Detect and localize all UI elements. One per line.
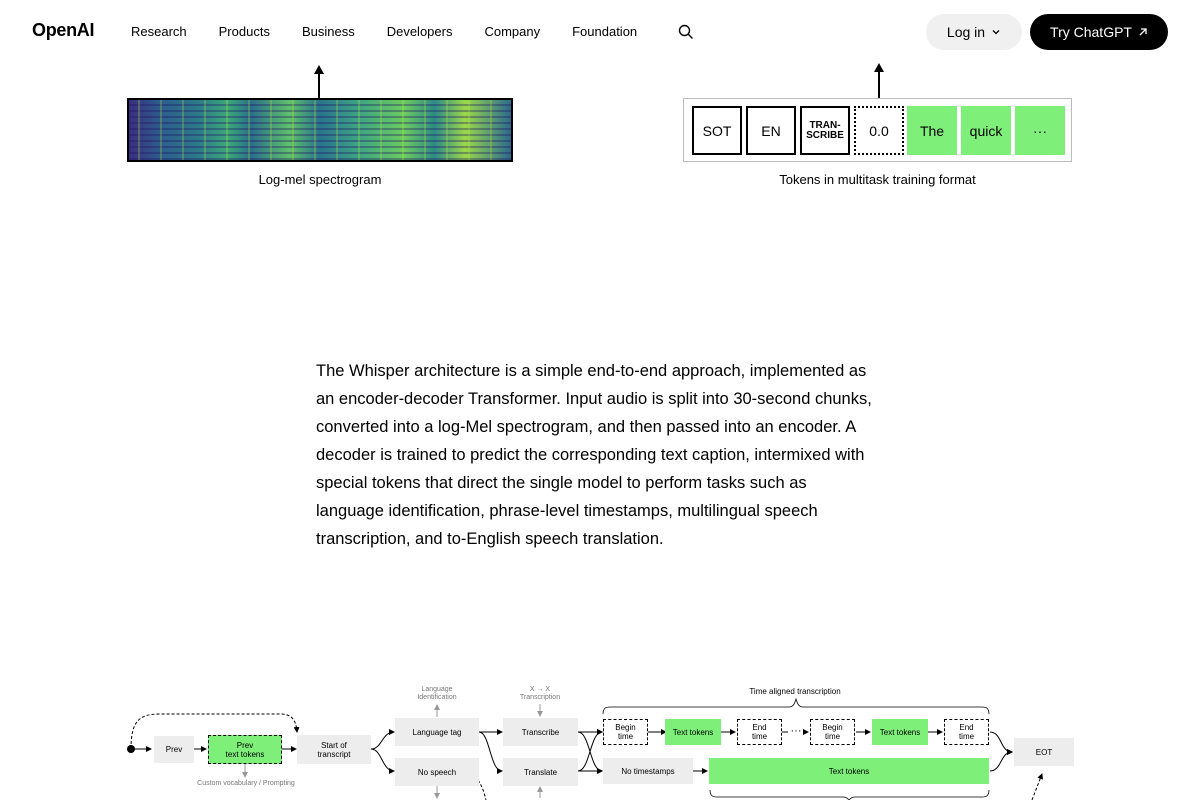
diagram-connectors <box>127 697 1044 800</box>
nav-link-company[interactable]: Company <box>484 24 541 39</box>
prev-text-tokens-box: Prev text tokens <box>208 735 282 764</box>
login-label: Log in <box>946 24 986 40</box>
try-chatgpt-label: Try ChatGPT <box>1050 24 1132 40</box>
multitask-format-diagram: Prev Prev text tokens Custom vocabulary … <box>120 680 1080 800</box>
end-time-box-2: End time <box>944 719 989 745</box>
no-speech-box: No speech <box>395 758 479 786</box>
end-time-label-1: End time <box>751 723 768 741</box>
text-tokens-box-full: Text tokens <box>709 758 989 784</box>
begin-time-label-1: Begin time <box>615 723 636 741</box>
language-tag-box: Language tag <box>395 718 479 746</box>
time-aligned-transcription-label: Time aligned transcription <box>749 687 841 696</box>
prev-box: Prev <box>154 736 194 763</box>
token-quick: quick <box>961 106 1011 155</box>
token-transcribe: TRAN- SCRIBE <box>800 106 850 155</box>
token-timestamp: 0.0 <box>854 106 904 155</box>
no-timestamps-box: No timestamps <box>603 758 693 784</box>
token-strip: SOT EN TRAN- SCRIBE 0.0 The quick ··· <box>683 98 1072 162</box>
eot-box: EOT <box>1014 738 1074 766</box>
end-time-box-1: End time <box>737 719 782 745</box>
nav-link-developers[interactable]: Developers <box>386 24 453 39</box>
login-button[interactable]: Log in <box>926 14 1022 50</box>
arrow-up-right-icon <box>1139 28 1147 36</box>
openai-logo[interactable]: OpenAI <box>32 20 95 40</box>
spectrogram-caption: Log-mel spectrogram <box>258 172 382 187</box>
token-ellipsis: ··· <box>1015 106 1065 155</box>
begin-time-box-1: Begin time <box>603 719 648 745</box>
begin-time-label-2: Begin time <box>822 723 843 741</box>
tokens-arrow <box>874 63 884 98</box>
nav-link-foundation[interactable]: Foundation <box>572 24 638 39</box>
log-mel-spectrogram-image <box>127 98 513 162</box>
token-sot: SOT <box>692 106 742 155</box>
tokens-caption: Tokens in multitask training format <box>779 172 976 187</box>
architecture-description: The Whisper architecture is a simple end… <box>316 362 872 548</box>
nav-links: Research Products Business Developers Co… <box>131 24 669 40</box>
nav-link-research[interactable]: Research <box>131 24 187 39</box>
begin-time-box-2: Begin time <box>810 719 855 745</box>
x-to-x-transcription-text: X → X Transcription <box>519 686 561 701</box>
token-en: EN <box>746 106 796 155</box>
top-navigation: OpenAI Research Products Business Develo… <box>0 0 1200 64</box>
spectrogram-arrow <box>314 65 324 98</box>
nav-link-products[interactable]: Products <box>218 24 270 39</box>
transcribe-box: Transcribe <box>503 718 578 746</box>
start-of-transcript-label: Start of transcript <box>317 740 351 759</box>
start-of-transcript-box: Start of transcript <box>297 735 371 764</box>
text-tokens-box-1: Text tokens <box>665 719 721 745</box>
diagram-ellipsis: ··· <box>790 725 802 737</box>
end-time-label-2: End time <box>958 723 975 741</box>
translate-box: Translate <box>503 758 578 786</box>
language-identification-label: Language Identification <box>405 686 469 702</box>
nav-link-business[interactable]: Business <box>301 24 355 39</box>
x-to-x-transcription-label: X → X Transcription <box>510 686 570 702</box>
prev-text-tokens-label: Prev text tokens <box>225 740 265 759</box>
custom-vocabulary-label: Custom vocabulary / Prompting <box>197 780 295 787</box>
token-transcribe-label: TRAN- SCRIBE <box>806 119 844 141</box>
search-icon[interactable] <box>678 24 694 40</box>
token-the: The <box>907 106 957 155</box>
language-identification-text: Language Identification <box>417 686 457 701</box>
try-chatgpt-button[interactable]: Try ChatGPT <box>1030 14 1168 50</box>
chevron-down-icon <box>992 30 1000 35</box>
text-tokens-box-2: Text tokens <box>872 719 928 745</box>
